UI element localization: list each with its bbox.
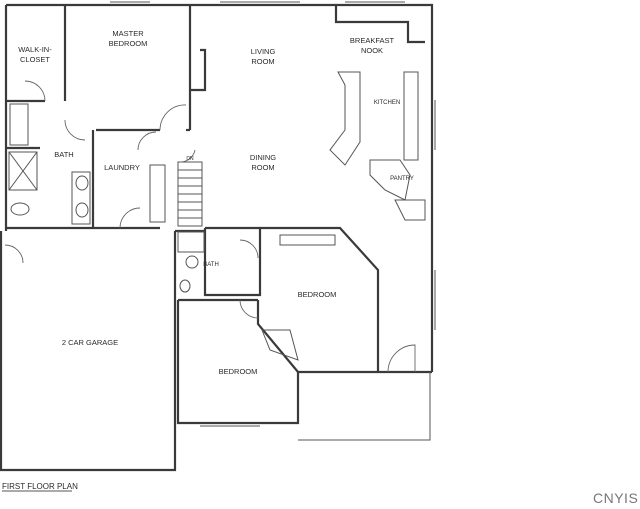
label-breakfast-nook-1: BREAKFAST — [350, 36, 395, 45]
label-bath-hall: BATH — [203, 262, 219, 268]
label-bedroom-right: BEDROOM — [298, 290, 337, 299]
interior-walls — [6, 5, 425, 373]
label-garage: 2 CAR GARAGE — [62, 338, 118, 347]
label-walk-in-closet-2: CLOSET — [20, 55, 50, 64]
label-master-bedroom-2: BEDROOM — [109, 39, 148, 48]
label-dining-room-2: ROOM — [251, 163, 274, 172]
label-walk-in-closet-1: WALK-IN- — [18, 45, 52, 54]
toilet-master — [10, 202, 30, 216]
sink-hall — [179, 279, 191, 293]
label-dining-room-1: DINING — [250, 153, 276, 162]
stairs — [177, 161, 203, 227]
label-pantry: PANTRY — [390, 176, 414, 182]
label-bedroom-bottom: BEDROOM — [219, 367, 258, 376]
windows — [110, 1, 436, 427]
plan-title: FIRST FLOOR PLAN — [2, 482, 78, 491]
label-kitchen: KITCHEN — [374, 100, 400, 106]
exterior-walls — [0, 3, 434, 472]
tub — [177, 231, 205, 253]
watermark: CNYIS — [593, 490, 638, 506]
sink-2 — [75, 202, 89, 218]
label-breakfast-nook-2: NOOK — [361, 46, 383, 55]
shower — [8, 151, 38, 191]
doors — [4, 80, 416, 373]
label-master-bedroom-1: MASTER — [112, 29, 144, 38]
label-bath-master: BATH — [54, 150, 73, 159]
fixtures — [8, 151, 205, 293]
kitchen-counters — [329, 71, 426, 221]
toilet-hall — [185, 255, 199, 269]
room-labels: WALK-IN- CLOSET MASTER BEDROOM LIVING RO… — [18, 29, 414, 376]
label-laundry: LAUNDRY — [104, 163, 140, 172]
sink-1 — [75, 175, 89, 191]
label-living-room-1: LIVING — [251, 47, 276, 56]
label-stair-down: DN — [186, 156, 194, 162]
label-living-room-2: ROOM — [251, 57, 274, 66]
closets — [9, 103, 336, 361]
